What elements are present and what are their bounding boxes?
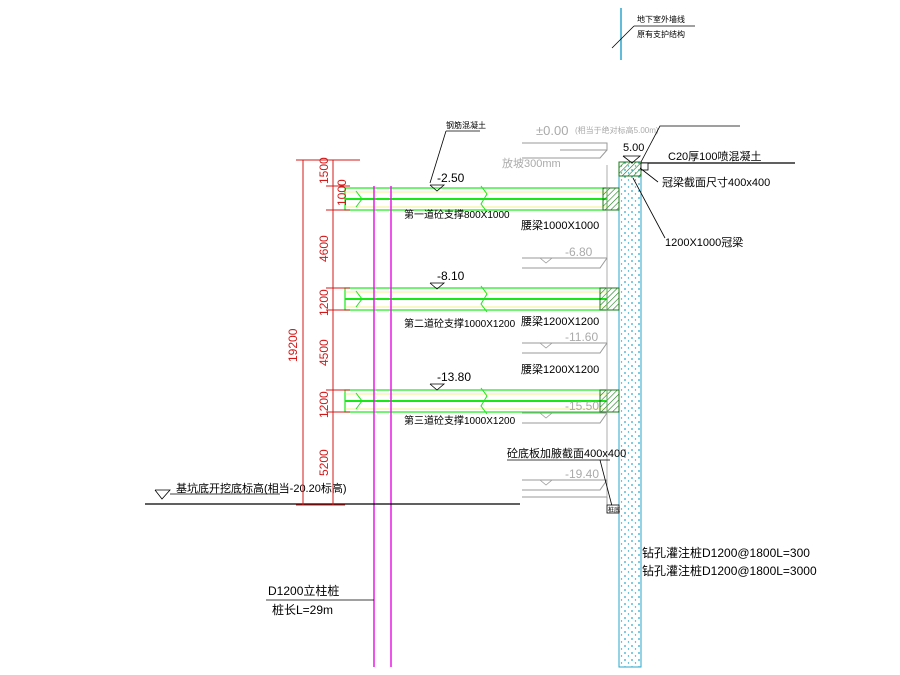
dim-seg-2: 4600	[317, 235, 331, 262]
waler-2-name: 腰梁1200X1200	[521, 314, 599, 328]
drain-box	[640, 162, 649, 171]
dim-seg-6: 5200	[317, 449, 331, 476]
crown-beam-label: 1200X1000冠梁	[665, 235, 743, 249]
level-elev-2: -11.60	[565, 330, 598, 344]
support-label: 钢筋混凝土	[446, 120, 486, 130]
strut-1-name: 第一道砼支撑800X1000	[404, 208, 510, 221]
waler-3-name: 腰梁1200X1200	[521, 362, 599, 376]
excavation-bottom-text: 基坑底开挖底标高(相当-20.20标高)	[176, 481, 347, 495]
waler-1	[602, 187, 620, 211]
level-elev-3: -15.50	[565, 399, 599, 413]
level-elev-1: -6.80	[565, 245, 593, 259]
column-length: 桩长L=29m	[272, 602, 333, 617]
pile-short: 桩底	[608, 506, 620, 514]
strut-1: -2.50 第一道砼支撑800X1000 腰梁1000X1000	[344, 171, 620, 232]
top-note: 地下室外墙线 原有支护结构	[611, 8, 695, 60]
waler-3	[599, 389, 620, 413]
strut-3-elev: -13.80	[437, 370, 471, 384]
waler-2	[599, 287, 620, 311]
pile-label-1: 钻孔灌注桩D1200@1800L=300	[642, 545, 810, 560]
crown-beam	[618, 161, 642, 177]
column-label: D1200立柱桩	[268, 583, 339, 598]
excavation-levels: -6.80 -11.60 -15.50 -19.40	[522, 165, 608, 505]
bottom-elev-mark	[154, 489, 171, 500]
bottom-beam-text: 砼底板加腋截面400x400	[507, 446, 626, 460]
capping-text: C20厚100喷混凝土	[668, 149, 762, 163]
strut-1-elev: -2.50	[437, 171, 465, 185]
dim-total: 19200	[286, 328, 300, 362]
strut-2: -8.10 第二道砼支撑1000X1200 腰梁1200X1200	[344, 269, 620, 330]
ground-note: (相当于绝对标高5.00m)	[575, 125, 659, 135]
dim-seg-3: 1200	[317, 289, 331, 316]
top-elev: 5.00	[623, 142, 644, 154]
ground-cap: ±0.00 (相当于绝对标高5.00m) 放坡300mm 5.00 C20厚10…	[502, 123, 795, 249]
top-note-line1: 地下室外墙线	[637, 14, 685, 24]
retaining-pile-wall	[618, 161, 642, 668]
ground-elev: ±0.00	[536, 123, 568, 138]
crown-beam-text: 冠梁截面尺寸400x400	[662, 175, 770, 189]
bottom-elev: -19.40	[565, 467, 599, 481]
dim-seg-5: 1200	[317, 391, 331, 418]
top-note-line2: 原有支护结构	[637, 29, 685, 39]
waler-1-name: 腰梁1000X1000	[521, 218, 599, 232]
dim-seg-1: 1000	[335, 179, 349, 206]
strut-3: -13.80 第三道砼支撑1000X1200 腰梁1200X1200	[344, 362, 620, 427]
strut-3-name: 第三道砼支撑1000X1200	[404, 414, 516, 427]
strut-2-elev: -8.10	[437, 269, 465, 283]
pile-base-box	[606, 504, 620, 514]
top-elev-mark	[622, 155, 642, 164]
slope-text: 放坡300mm	[502, 156, 561, 170]
dim-seg-4: 4500	[317, 339, 331, 366]
strut-2-name: 第二道砼支撑1000X1200	[404, 317, 516, 330]
pile-label-2: 钻孔灌注桩D1200@1800L=3000	[642, 563, 817, 578]
dim-seg-0: 1500	[317, 157, 331, 184]
dimension-chain: 19200 1500 1000 4600 1200 4500 1200 5200	[286, 157, 360, 506]
